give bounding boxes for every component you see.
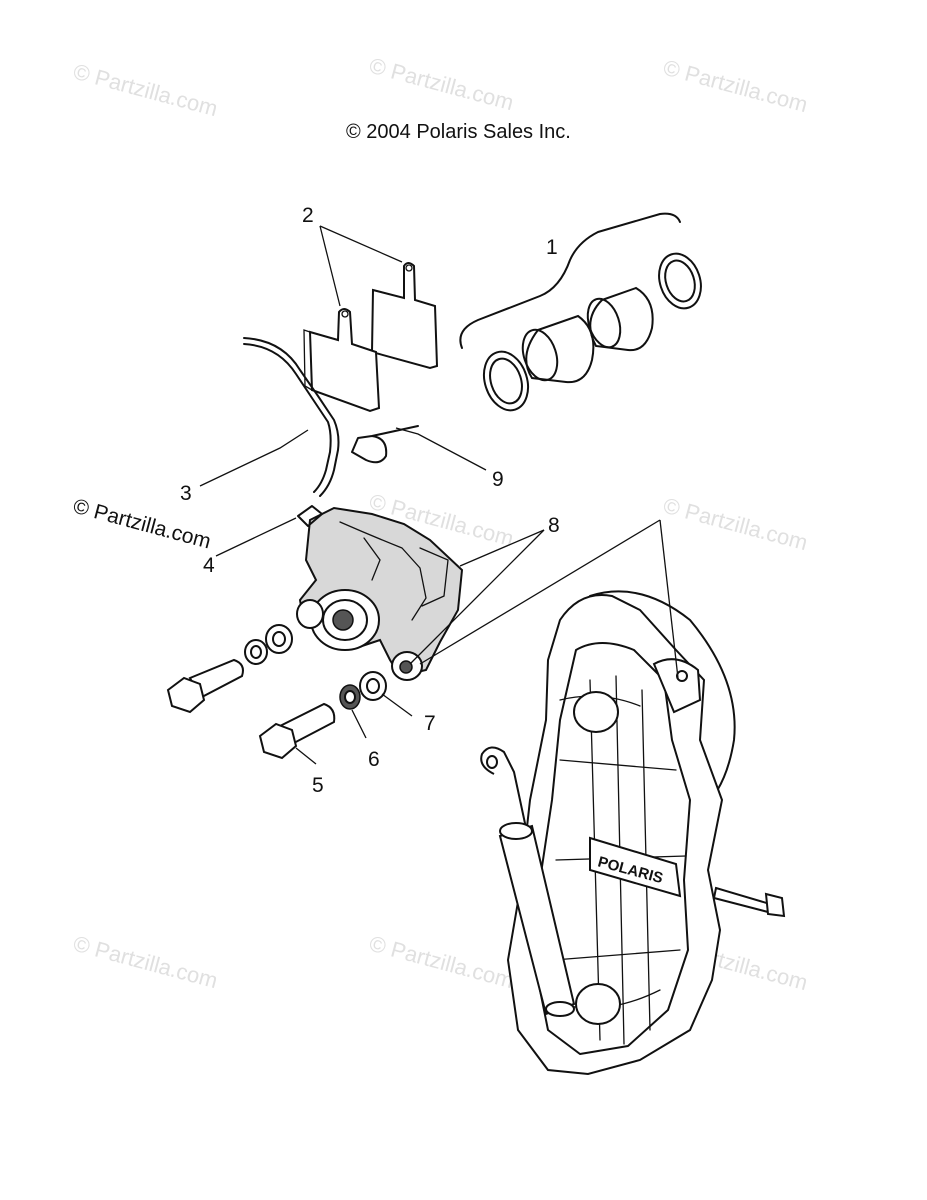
- watermark: © Partzilla.com: [367, 931, 517, 994]
- brake-caliper: [296, 505, 464, 681]
- callout-4: 4: [203, 554, 215, 577]
- watermark: © Partzilla.com: [71, 59, 221, 122]
- brake-disc: [589, 590, 736, 811]
- leader-lines: [199, 225, 679, 765]
- chaincase-assembly: POLARIS: [480, 590, 786, 1076]
- callout-6: 6: [368, 748, 380, 771]
- piston-kit: [459, 212, 702, 412]
- callout-3: 3: [180, 482, 192, 505]
- upper-bolt-set: [166, 624, 293, 714]
- callout-1: 1: [546, 236, 558, 259]
- callout-labels: 1 2 3 4 5 6 7 8 9: [180, 204, 560, 797]
- copyright-text: © 2004 Polaris Sales Inc.: [346, 121, 571, 143]
- brake-pad-pair: [303, 262, 439, 413]
- watermark: © Partzilla.com: [71, 931, 221, 994]
- lower-bolt-set: [258, 671, 387, 760]
- watermark: © Partzilla.com: [367, 53, 517, 116]
- bleeder-valve: [297, 505, 323, 527]
- retaining-clip: [351, 425, 419, 464]
- callout-8: 8: [548, 514, 560, 537]
- watermark: © Partzilla.com: [661, 55, 811, 118]
- watermark: © Partzilla.com: [661, 493, 811, 556]
- callout-2: 2: [302, 204, 314, 227]
- watermark-dark: © Partzilla.com: [71, 495, 214, 554]
- cover-bolt: [712, 886, 772, 914]
- callout-9: 9: [492, 468, 504, 491]
- callout-5: 5: [312, 774, 324, 797]
- callout-7: 7: [424, 712, 436, 735]
- brake-line: [243, 337, 340, 497]
